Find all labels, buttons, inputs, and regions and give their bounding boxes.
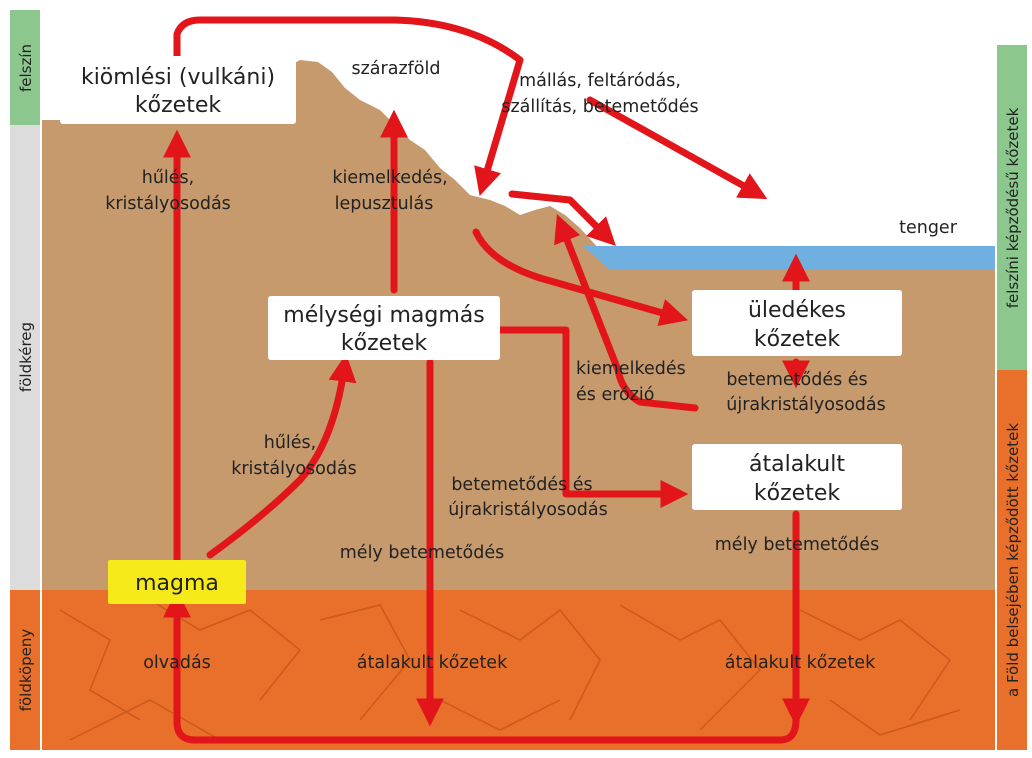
box-magma-label: magma: [135, 571, 219, 596]
label-uplift2-1: kiemelkedés: [576, 359, 686, 379]
box-plutonic: mélységi magmás kőzetek: [268, 296, 500, 360]
label-burial2-2: újrakristályosodás: [448, 500, 607, 520]
label-foldkopeny: földköpeny: [17, 629, 35, 712]
label-foldkereg: földkéreg: [17, 322, 35, 392]
label-burial1-1: betemetődés és: [726, 370, 867, 390]
label-melting: olvadás: [143, 653, 211, 673]
box-plutonic-line1: mélységi magmás: [283, 303, 484, 328]
box-metamorphic: átalakult kőzetek: [692, 444, 902, 510]
box-volcanic-line2: kőzetek: [135, 93, 221, 118]
label-meta-rocks-1: átalakult kőzetek: [357, 653, 508, 673]
label-uplift2-2: és erózió: [576, 385, 655, 405]
label-deep-burial-1: mély betemetődés: [340, 543, 504, 563]
box-magma: magma: [108, 560, 246, 604]
sea: [583, 246, 995, 270]
box-metamorphic-line2: kőzetek: [754, 481, 840, 506]
box-volcanic-line1: kiömlési (vulkáni): [81, 65, 275, 90]
box-sedimentary-line2: kőzetek: [754, 327, 840, 352]
box-volcanic: kiömlési (vulkáni) kőzetek: [60, 56, 296, 124]
label-burial1-2: újrakristályosodás: [726, 395, 885, 415]
box-sedimentary: üledékes kőzetek: [692, 290, 902, 356]
box-sedimentary-line1: üledékes: [748, 298, 846, 323]
label-cooling1-2: kristályosodás: [105, 194, 231, 214]
box-metamorphic-line1: átalakult: [749, 452, 845, 477]
label-weathering-2: szállítás, betemetődés: [501, 97, 698, 117]
label-surface-rocks: felszíni képződésű kőzetek: [1004, 107, 1022, 308]
label-cooling1-1: hűlés,: [142, 168, 195, 188]
label-felszin: felszín: [17, 44, 35, 92]
label-uplift1-1: kiemelkedés,: [332, 168, 447, 188]
label-sea: tenger: [899, 218, 958, 238]
label-uplift1-2: lepusztulás: [335, 194, 434, 214]
label-cooling2-1: hűlés,: [264, 433, 317, 453]
label-cooling2-2: kristályosodás: [231, 459, 357, 479]
label-deep-burial-2: mély betemetődés: [715, 535, 879, 555]
label-land: szárazföld: [352, 59, 441, 79]
box-plutonic-line2: kőzetek: [341, 331, 427, 356]
label-burial2-1: betemetődés és: [451, 475, 592, 495]
label-weathering-1: mállás, feltáródás,: [519, 71, 681, 91]
label-inner-rocks: a Föld belsejében képződött kőzetek: [1004, 423, 1022, 697]
label-meta-rocks-2: átalakult kőzetek: [725, 653, 876, 673]
